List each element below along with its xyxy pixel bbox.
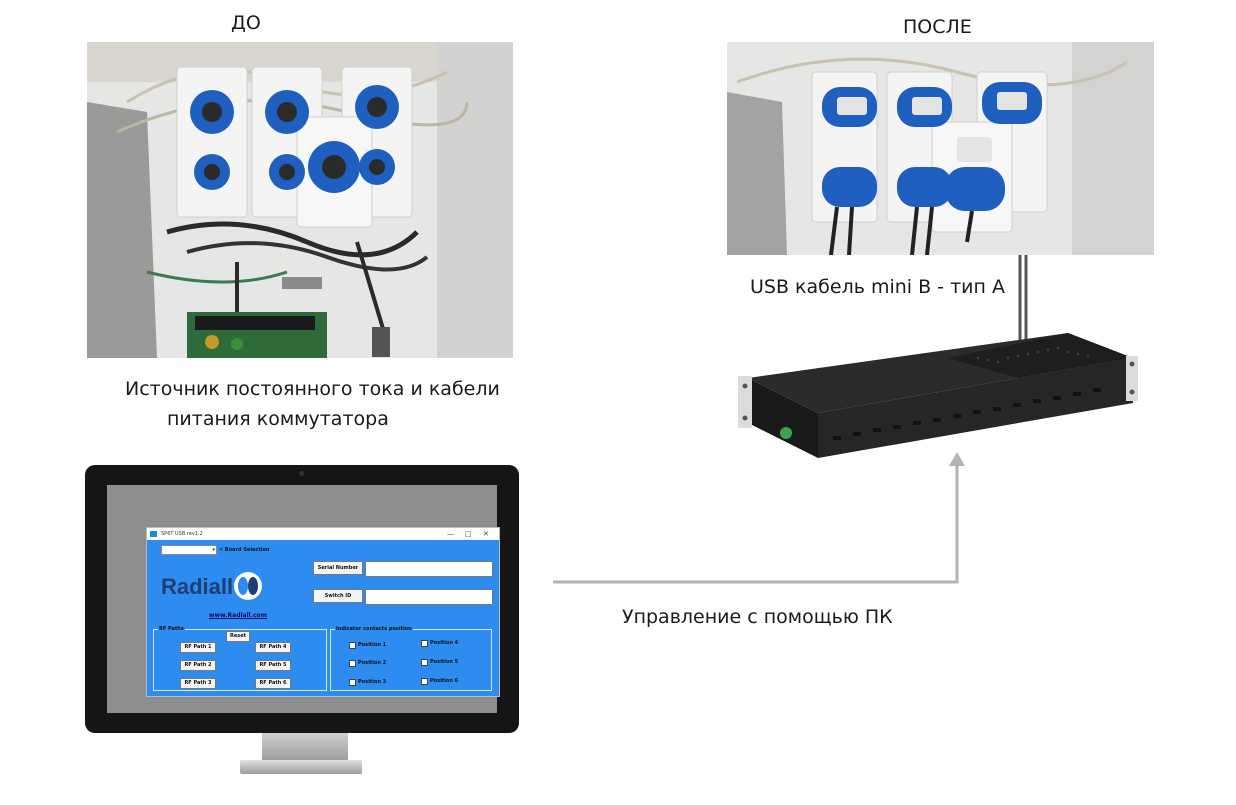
usb-cable-caption: USB кабель mini B - тип A [750,276,1005,298]
pc-control-caption: Управление с помощью ПК [622,606,893,628]
rf-path-4-button[interactable]: RF Path 4 [255,642,291,653]
usb-hub [738,328,1140,468]
radiall-logo: Radiall [161,574,234,599]
maximize-button[interactable]: □ [465,530,472,538]
chevron-down-icon: ▾ [212,547,215,553]
switch-id-button[interactable]: Switch ID [313,589,363,603]
indicator-group-title: Indicator contacts position [335,626,413,632]
before-caption: ДО [231,12,261,34]
window-title: SP6T USB rev1.2 [161,531,203,537]
board-selection-dropdown[interactable]: ▾ [161,545,217,555]
control-connector [553,462,959,584]
position-1-checkbox[interactable] [349,642,356,649]
minimize-button[interactable]: — [447,530,454,538]
radiall-logo-icon [234,572,262,600]
rf-path-5-button[interactable]: RF Path 5 [255,660,291,671]
position-6-checkbox[interactable] [421,678,428,685]
position-1-label: Position 1 [358,642,387,648]
title-bar: SP6T USB rev1.2 — □ ✕ [147,528,499,540]
position-6-label: Position 6 [430,678,459,684]
monitor-screen: SP6T USB rev1.2 — □ ✕ ▾ < Board Selectio… [107,485,500,713]
close-button[interactable]: ✕ [483,530,489,538]
app-window: SP6T USB rev1.2 — □ ✕ ▾ < Board Selectio… [146,527,500,697]
position-3-checkbox[interactable] [349,679,356,686]
app-icon [150,531,157,537]
position-5-label: Position 5 [430,659,459,665]
monitor-stand-base [240,760,362,774]
monitor-stand-neck [262,733,348,763]
after-photo [727,42,1154,255]
rf-paths-group: RF Paths Reset RF Path 1 RF Path 4 RF Pa… [153,626,327,691]
before-photo [87,42,513,358]
monitor: SP6T USB rev1.2 — □ ✕ ▾ < Board Selectio… [85,465,519,733]
website-link[interactable]: www.Radiall.com [209,612,267,619]
power-caption-line2: питания коммутатора [167,408,389,430]
rf-path-2-button[interactable]: RF Path 2 [180,660,216,671]
position-2-checkbox[interactable] [349,660,356,667]
position-2-label: Position 2 [358,660,387,666]
position-4-label: Position 4 [430,640,459,646]
indicator-group: Indicator contacts position Position 1 P… [330,626,492,691]
position-4-checkbox[interactable] [421,640,428,647]
serial-number-button[interactable]: Serial Number [313,561,363,575]
webcam-icon [299,471,304,476]
after-caption: ПОСЛЕ [903,16,972,38]
reset-button[interactable]: Reset [226,631,250,642]
rf-path-1-button[interactable]: RF Path 1 [180,642,216,653]
serial-number-field[interactable] [365,561,493,577]
board-selection-label: < Board Selection [219,547,270,553]
rf-paths-group-title: RF Paths [158,626,185,632]
rf-path-3-button[interactable]: RF Path 3 [180,678,216,689]
power-caption-line1: Источник постоянного тока и кабели [125,378,500,400]
rf-path-6-button[interactable]: RF Path 6 [255,678,291,689]
switch-id-field[interactable] [365,589,493,605]
position-3-label: Position 3 [358,679,387,685]
switch-1 [190,85,399,193]
position-5-checkbox[interactable] [421,659,428,666]
